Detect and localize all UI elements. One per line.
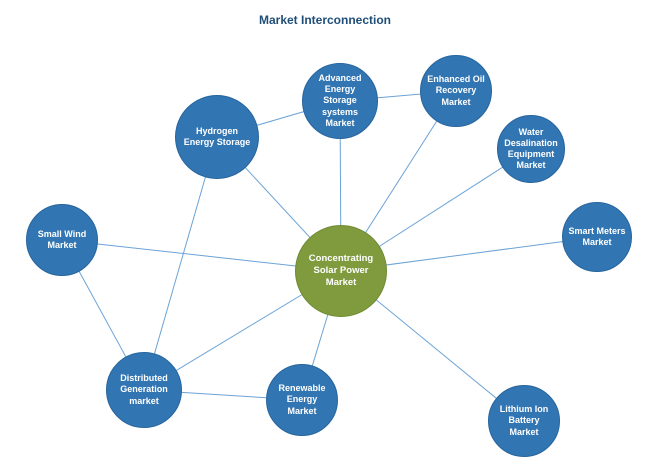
node-label: Hydrogen Energy Storage	[183, 125, 251, 147]
node-label: Renewable Energy Market	[278, 383, 326, 416]
diagram-node-csp: Concentrating Solar Power Market	[295, 225, 387, 317]
diagram-node-hydrogen: Hydrogen Energy Storage	[175, 95, 259, 179]
diagram-node-lithium: Lithium Ion Battery Market	[488, 385, 560, 457]
diagram-node-renewable: Renewable Energy Market	[266, 364, 338, 436]
node-label: Lithium Ion Battery Market	[499, 404, 549, 437]
edge-line	[61, 239, 342, 272]
diagram-node-eor: Enhanced Oil Recovery Market	[420, 55, 492, 127]
diagram-node-smart: Smart Meters Market	[562, 202, 632, 272]
edge-line	[143, 136, 218, 391]
diagram-node-aes: Advanced Energy Storage systems Market	[302, 63, 378, 139]
diagram-title: Market Interconnection	[258, 13, 392, 27]
diagram-node-smallwind: Small Wind Market	[26, 204, 98, 276]
node-label: Water Desalination Equipment Market	[504, 126, 558, 171]
node-label: Distributed Generation market	[120, 373, 168, 406]
node-label: Advanced Energy Storage systems Market	[318, 72, 362, 128]
node-label: Small Wind Market	[37, 228, 87, 250]
diagram-node-water: Water Desalination Equipment Market	[497, 115, 565, 183]
diagram-node-distributed: Distributed Generation market	[106, 352, 182, 428]
node-label: Enhanced Oil Recovery Market	[427, 74, 485, 107]
node-label: Smart Meters Market	[568, 225, 626, 247]
node-label: Concentrating Solar Power Market	[308, 253, 374, 288]
